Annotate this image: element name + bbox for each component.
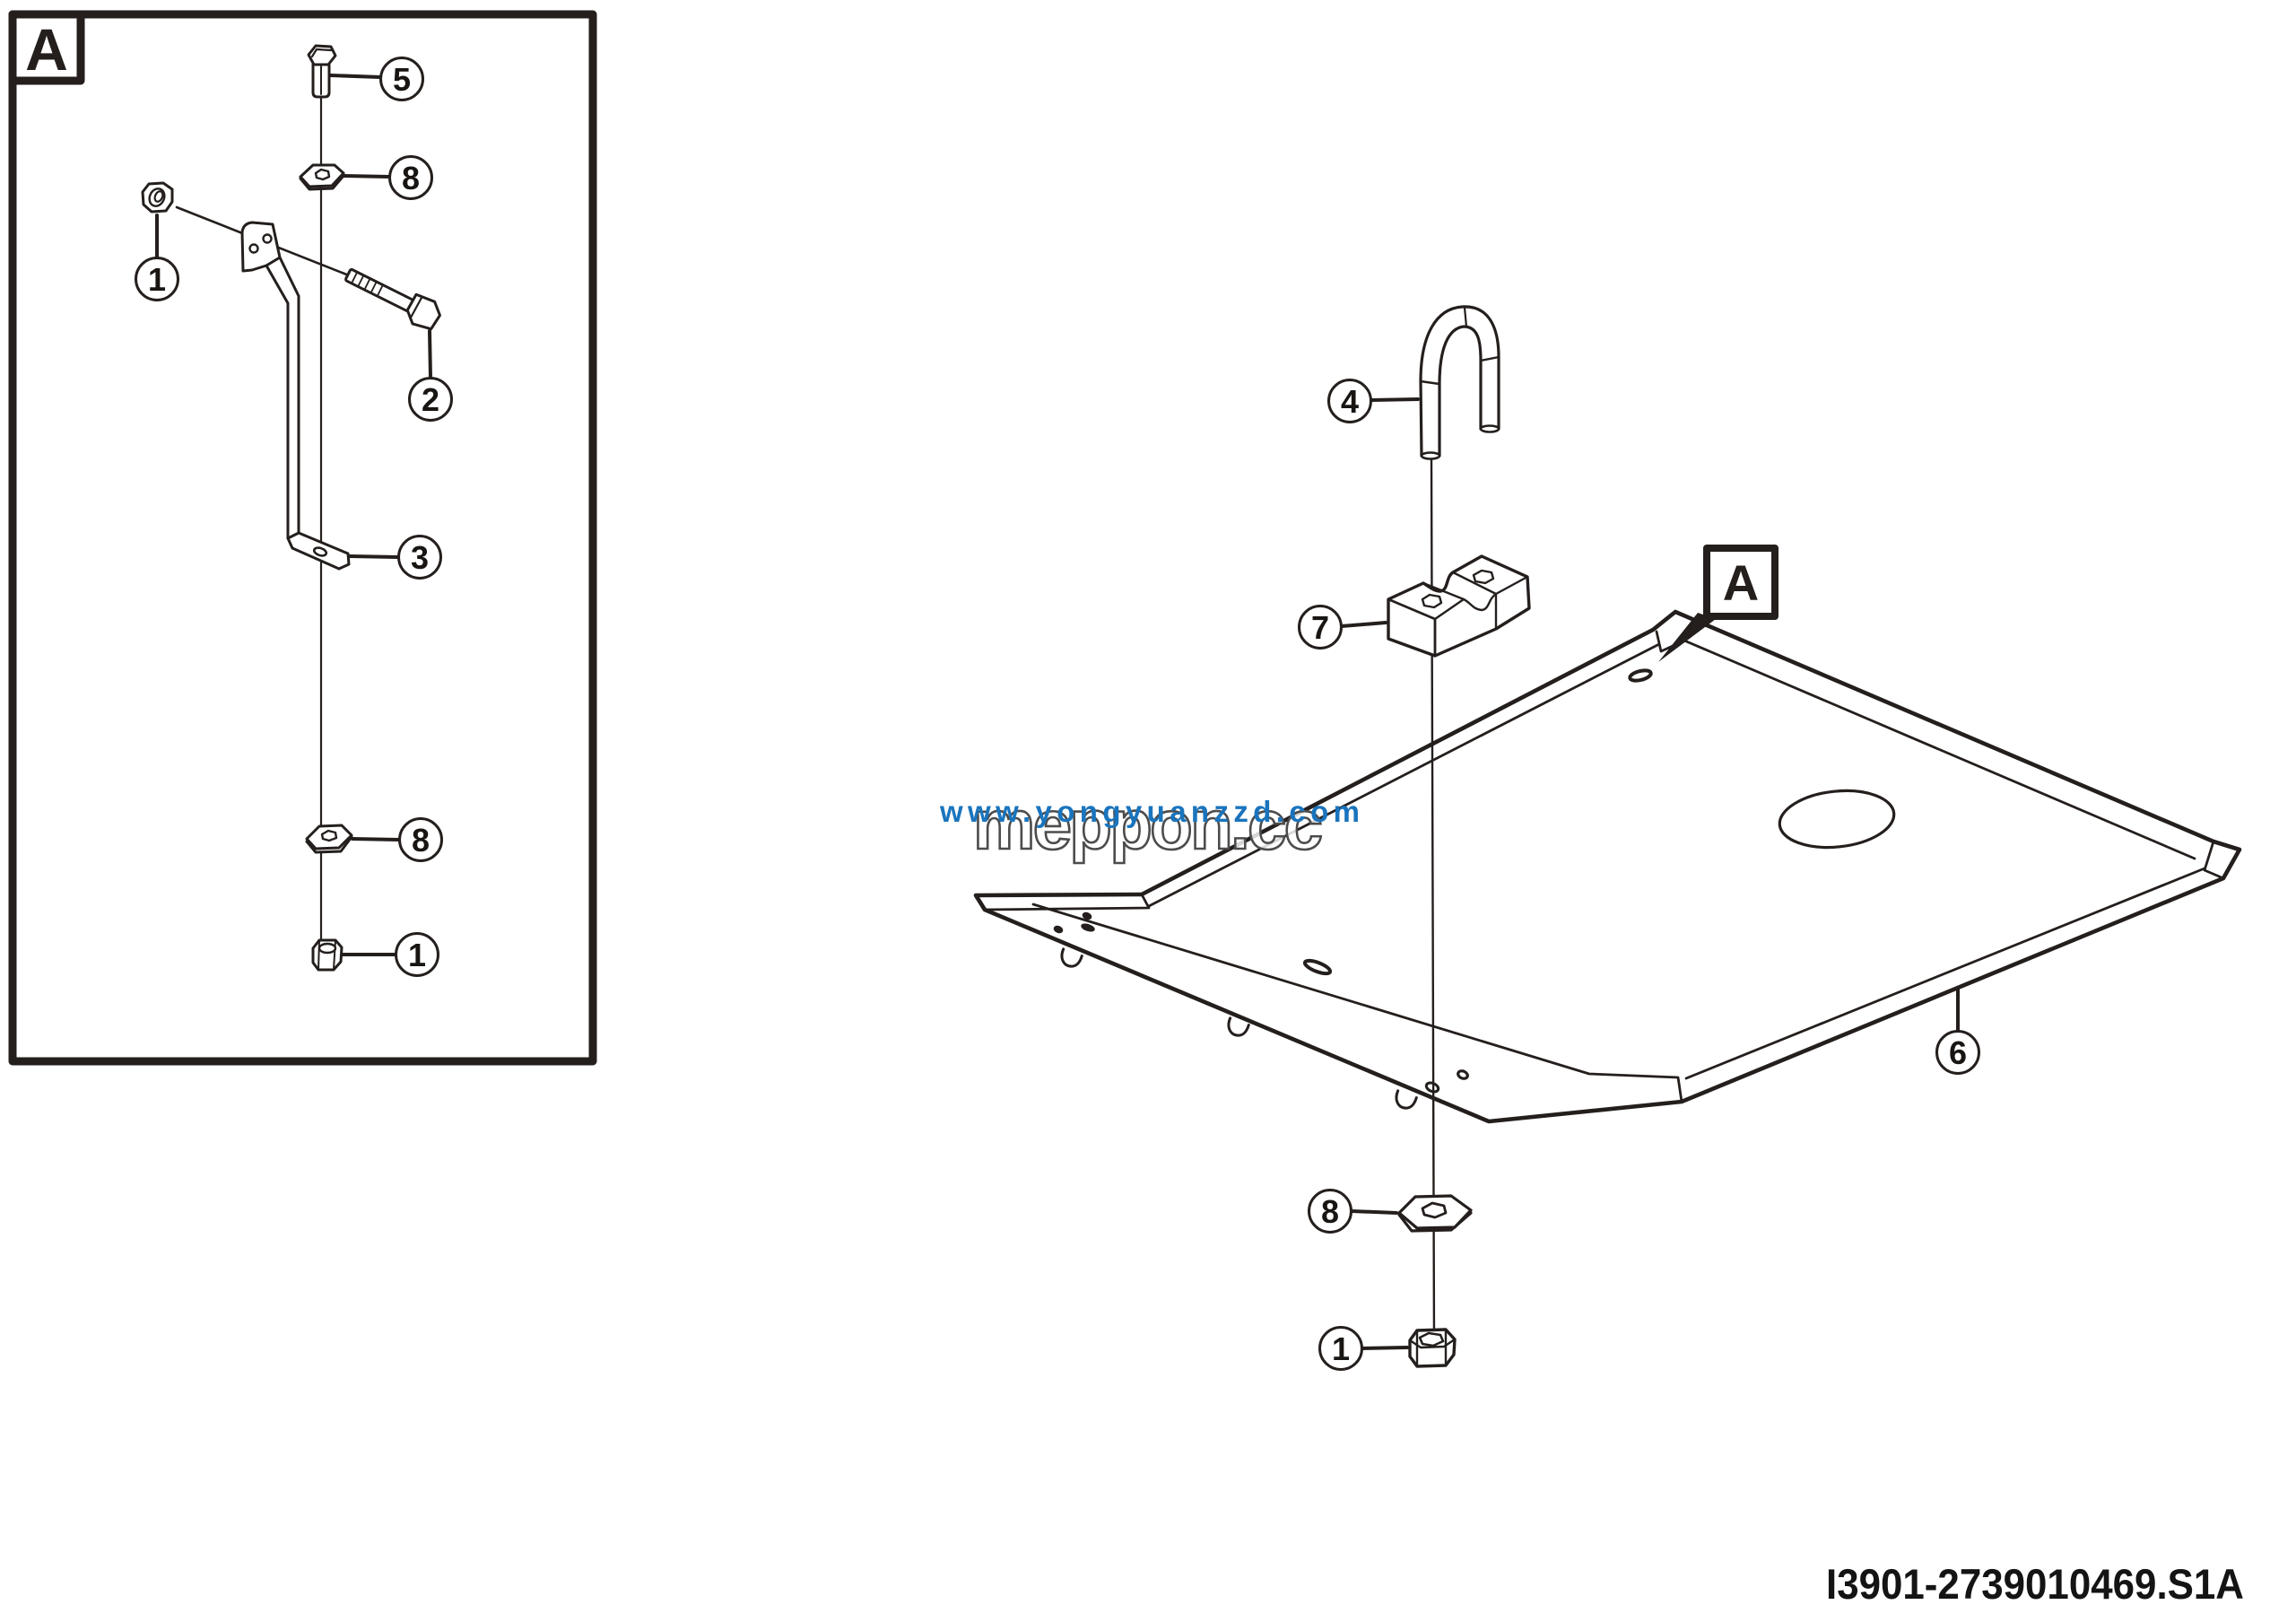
bolt-side-drawing — [344, 267, 441, 331]
bracket-drawing — [240, 221, 351, 571]
drawing-part-code: I3901-2739010469.S1A — [1826, 1560, 2244, 1608]
svg-text:8: 8 — [1321, 1193, 1339, 1230]
callout-bolt-5: 5 — [329, 57, 424, 101]
detail-a-marker: A — [1658, 545, 1779, 662]
nut-bottom-drawing — [311, 938, 344, 972]
svg-text:7: 7 — [1311, 609, 1329, 646]
svg-text:3: 3 — [411, 539, 429, 576]
callout-clamp-block-7: 7 — [1298, 605, 1387, 650]
svg-text:2: 2 — [422, 381, 439, 418]
svg-text:6: 6 — [1949, 1034, 1967, 1071]
svg-text:4: 4 — [1341, 383, 1359, 420]
detail-a-marker-label: A — [1723, 554, 1759, 611]
nut-main-drawing — [1408, 1328, 1457, 1368]
watermark-blue-text: www.yongyuanzzd.com — [939, 795, 1360, 828]
nut-top-drawing — [141, 181, 174, 214]
callout-washer-8-bottom: 8 — [351, 817, 443, 862]
clamp-block-drawing — [1387, 554, 1531, 658]
detail-view-box: A — [8, 10, 597, 1066]
callout-bracket-3: 3 — [348, 535, 442, 580]
washer-top-drawing — [299, 163, 345, 191]
callout-nut-1-top: 1 — [135, 214, 179, 301]
detail-a-marker-frame — [1703, 545, 1779, 620]
skid-plate-drawing — [973, 609, 2242, 1124]
callout-u-bolt-4: 4 — [1327, 379, 1420, 423]
callout-nut-1-bottom: 1 — [341, 932, 439, 977]
svg-text:8: 8 — [402, 160, 420, 196]
svg-text:8: 8 — [412, 822, 430, 859]
washer-main-drawing — [1397, 1194, 1473, 1233]
callout-washer-8-main: 8 — [1308, 1189, 1398, 1234]
svg-text:5: 5 — [393, 61, 411, 98]
detail-a-pointer — [1658, 613, 1716, 662]
detail-box-label-frame — [8, 10, 85, 85]
bolt-top-drawing — [307, 44, 337, 99]
watermark-outline-text: meppon.cc — [973, 785, 1323, 864]
callout-nut-1-main: 1 — [1318, 1326, 1409, 1371]
u-bolt-drawing — [1419, 305, 1500, 460]
svg-text:1: 1 — [408, 937, 426, 973]
callout-bolt-2: 2 — [408, 329, 453, 422]
washer-bottom-drawing — [305, 824, 353, 854]
callout-washer-8-top: 8 — [343, 155, 433, 200]
svg-text:1: 1 — [1332, 1330, 1350, 1367]
svg-text:1: 1 — [148, 261, 166, 298]
callout-skid-plate-6: 6 — [1935, 987, 1980, 1075]
detail-box-label: A — [25, 16, 68, 83]
